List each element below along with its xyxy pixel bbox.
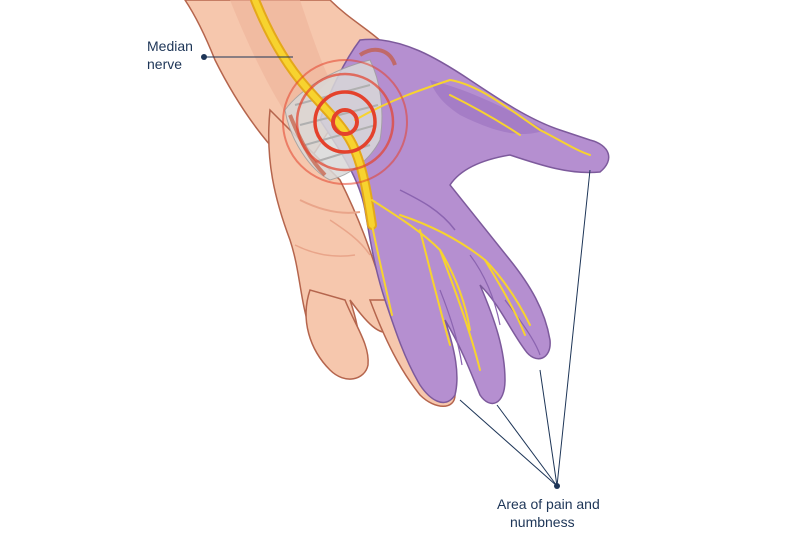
median-nerve-label: Median nerve (147, 37, 193, 73)
median-nerve-dot-marker-icon (201, 54, 207, 60)
area-leader-line-2 (459, 399, 558, 487)
area-leader-line-4 (556, 169, 591, 487)
affected-area-label-line2: numbness (510, 514, 575, 530)
median-nerve-label-line1: Median (147, 38, 193, 54)
area-leader-line-3 (539, 369, 558, 487)
median-nerve (250, 0, 591, 371)
affected-area-label-line1: Area of pain and (497, 496, 600, 512)
leader-lines (204, 56, 591, 487)
inflammation-target (282, 59, 408, 185)
affected-area-dot-marker-icon (554, 483, 560, 489)
median-nerve-label-line2: nerve (147, 56, 183, 72)
affected-area-label: Area of pain and numbness (497, 495, 600, 531)
area-leader-line-1 (496, 404, 558, 487)
